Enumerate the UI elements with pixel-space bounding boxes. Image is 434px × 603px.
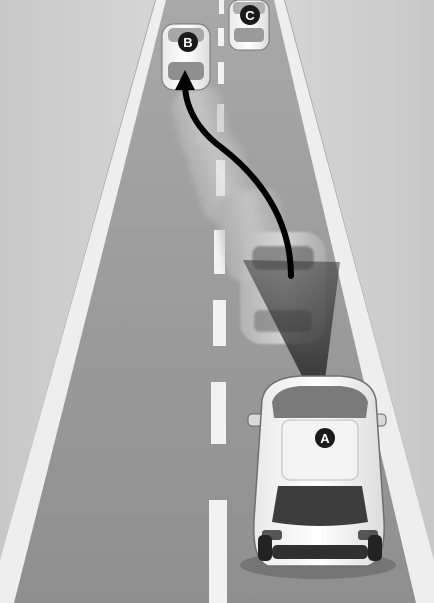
svg-text:A: A <box>320 431 330 446</box>
badge-vehicle-c: C <box>240 5 260 25</box>
svg-text:B: B <box>183 35 192 50</box>
badge-vehicle-a: A <box>315 428 335 448</box>
vehicle-a <box>240 376 396 579</box>
badge-vehicle-b: B <box>178 32 198 52</box>
svg-text:C: C <box>245 8 255 23</box>
